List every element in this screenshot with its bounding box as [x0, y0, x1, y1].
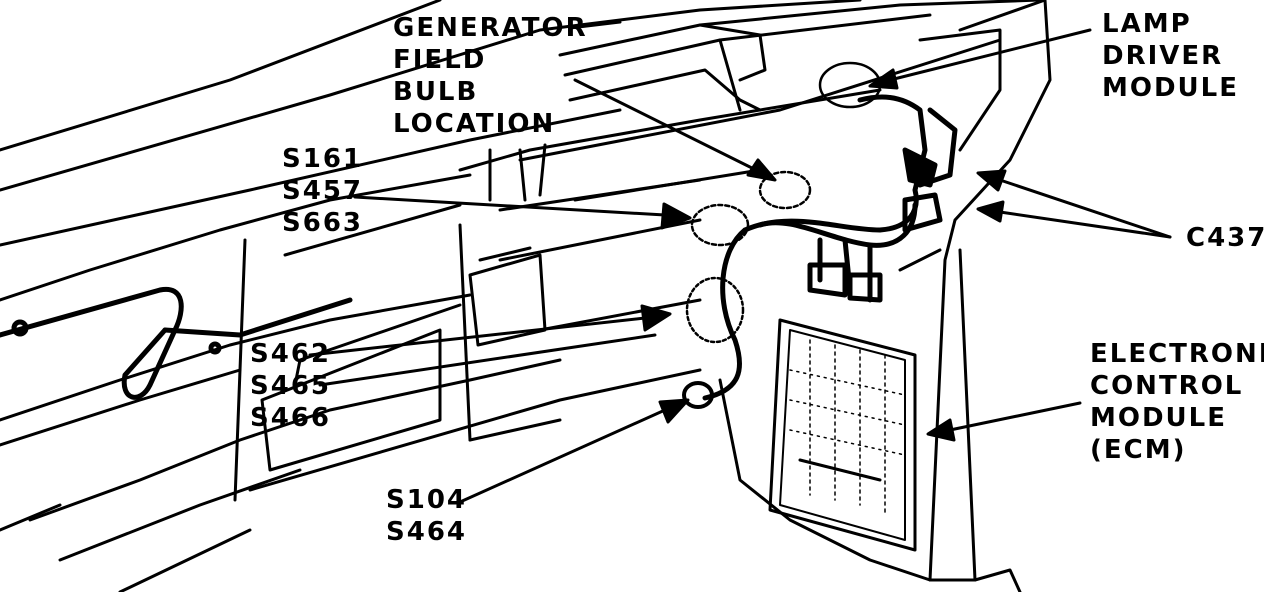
cable-loop: [0, 289, 350, 397]
generator-label-line1: GENERATOR: [393, 13, 588, 43]
lamp-driver-label-line3: MODULE: [1102, 73, 1239, 103]
kick-panel: [720, 0, 1050, 592]
splice-label-s466: S466: [250, 403, 331, 433]
lamp-driver-label-line1: LAMP: [1102, 9, 1192, 39]
lamp-driver-module-label: LAMP DRIVER MODULE: [1102, 8, 1239, 104]
ecm-label-line1: ELECTRONIC: [1090, 339, 1264, 369]
splice-label-s663: S663: [282, 208, 363, 238]
splice-label-s465: S465: [250, 371, 331, 401]
wiring-harness: [705, 97, 955, 398]
splice-label-s464: S464: [386, 517, 467, 547]
splice-label-s104: S104: [386, 485, 467, 515]
splices-top-label: S161 S457 S663: [282, 143, 363, 239]
ecm-label-line2: CONTROL: [1090, 371, 1244, 401]
connector-label-c437: C437: [1186, 223, 1264, 253]
generator-label-line3: BULB: [393, 77, 479, 107]
generator-field-bulb-label: GENERATOR FIELD BULB LOCATION: [393, 12, 588, 140]
ecm-label-line3: MODULE: [1090, 403, 1227, 433]
connector-c437-label: C437: [1186, 222, 1264, 254]
grommets: [684, 63, 880, 407]
leader-arrows: [310, 22, 1170, 502]
splice-label-s462: S462: [250, 339, 331, 369]
ecm-label-line4: (ECM): [1090, 435, 1187, 465]
generator-label-line4: LOCATION: [393, 109, 556, 139]
generator-label-line2: FIELD: [393, 45, 487, 75]
splice-label-s457: S457: [282, 176, 363, 206]
ecm-box: [770, 320, 915, 550]
splices-bottom-label: S104 S464: [386, 484, 467, 548]
splice-label-s161: S161: [282, 144, 363, 174]
lamp-driver-label-line2: DRIVER: [1102, 41, 1224, 71]
ecm-label: ELECTRONIC CONTROL MODULE (ECM): [1090, 338, 1264, 466]
splices-mid-label: S462 S465 S466: [250, 338, 331, 434]
